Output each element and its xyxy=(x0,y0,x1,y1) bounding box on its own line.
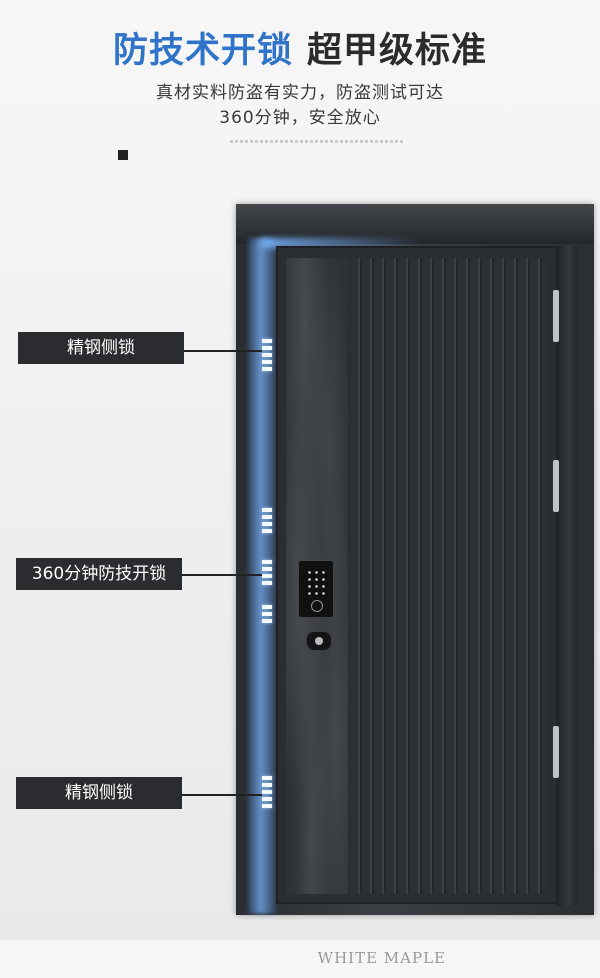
door-hinge-side xyxy=(556,246,578,906)
door-keyhole xyxy=(305,630,333,652)
page-title: 防技术开锁超甲级标准 xyxy=(0,22,600,73)
side-lock-bolts-upper-middle xyxy=(262,508,272,536)
hinge xyxy=(553,460,559,512)
callout-middle-label: 360分钟防技开锁 xyxy=(16,558,182,590)
decorative-square xyxy=(118,150,128,160)
hinge xyxy=(553,726,559,778)
door-frame-top xyxy=(236,204,594,244)
side-lock-bolts-lower-middle xyxy=(262,605,272,626)
side-lock-bolts-bottom xyxy=(262,776,272,811)
smart-lock-keypad xyxy=(298,560,334,618)
footer-strip xyxy=(0,940,600,978)
side-lock-bolts-middle xyxy=(262,560,272,588)
title-highlight: 防技术开锁 xyxy=(112,31,293,71)
keypad-buttons xyxy=(306,569,326,595)
callout-bottom-label: 精钢侧锁 xyxy=(16,777,182,809)
hinge xyxy=(553,290,559,342)
decorative-fine-text-line xyxy=(230,140,405,143)
side-lock-bolts-top xyxy=(262,339,272,374)
callout-middle-connector xyxy=(182,574,262,576)
callout-top-label: 精钢侧锁 xyxy=(18,332,184,364)
subtitle-line-2: 360分钟，安全放心 xyxy=(219,108,381,128)
brand-watermark: WHITE MAPLE xyxy=(317,949,446,967)
subtitle-line-1: 真材实料防盗有实力，防盗测试可达 xyxy=(156,83,444,103)
door-top-glow xyxy=(262,238,422,248)
fingerprint-sensor-icon xyxy=(311,600,323,612)
door-vertical-grooves xyxy=(350,258,548,894)
callout-bottom-connector xyxy=(182,794,262,796)
title-standard: 超甲级标准 xyxy=(307,31,488,71)
callout-top-connector xyxy=(184,350,262,352)
